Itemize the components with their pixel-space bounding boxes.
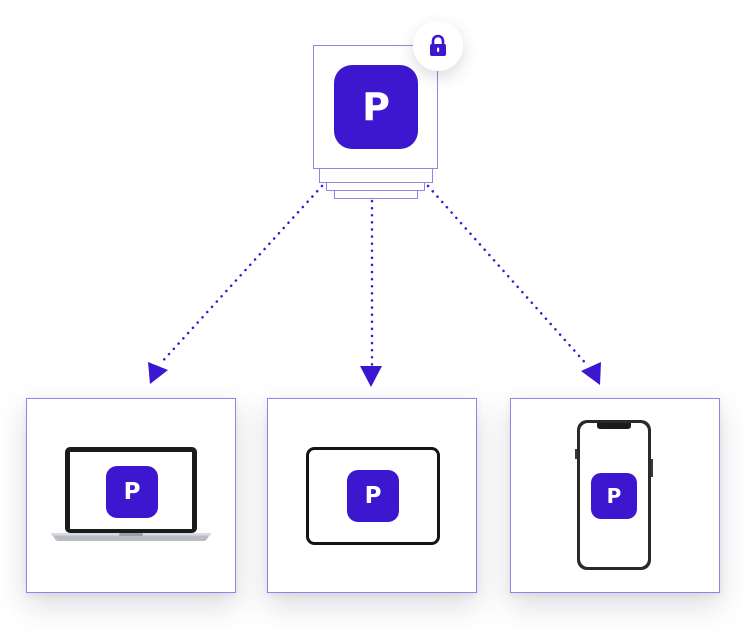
lock-badge xyxy=(413,21,463,71)
tablet-app-letter: P xyxy=(364,483,382,509)
tablet-card: P xyxy=(267,398,477,593)
laptop-card: P xyxy=(26,398,236,593)
arrowhead-tablet xyxy=(360,366,382,387)
phone-card: P xyxy=(510,398,720,593)
source-app-letter: P xyxy=(362,85,390,129)
connector-to-laptop xyxy=(158,184,324,366)
laptop-app-letter: P xyxy=(123,479,141,505)
connector-to-phone xyxy=(426,184,590,368)
laptop-app-icon: P xyxy=(106,466,158,518)
source-card: P xyxy=(313,45,438,169)
arrowhead-phone xyxy=(581,362,601,385)
source-app-icon: P xyxy=(334,65,418,149)
stack-sheet-1 xyxy=(319,168,433,183)
arrowhead-laptop xyxy=(148,362,168,384)
lock-icon xyxy=(430,34,446,56)
tablet-app-icon: P xyxy=(347,470,399,522)
phone-app-letter: P xyxy=(606,484,622,508)
phone-app-icon: P xyxy=(591,473,637,519)
